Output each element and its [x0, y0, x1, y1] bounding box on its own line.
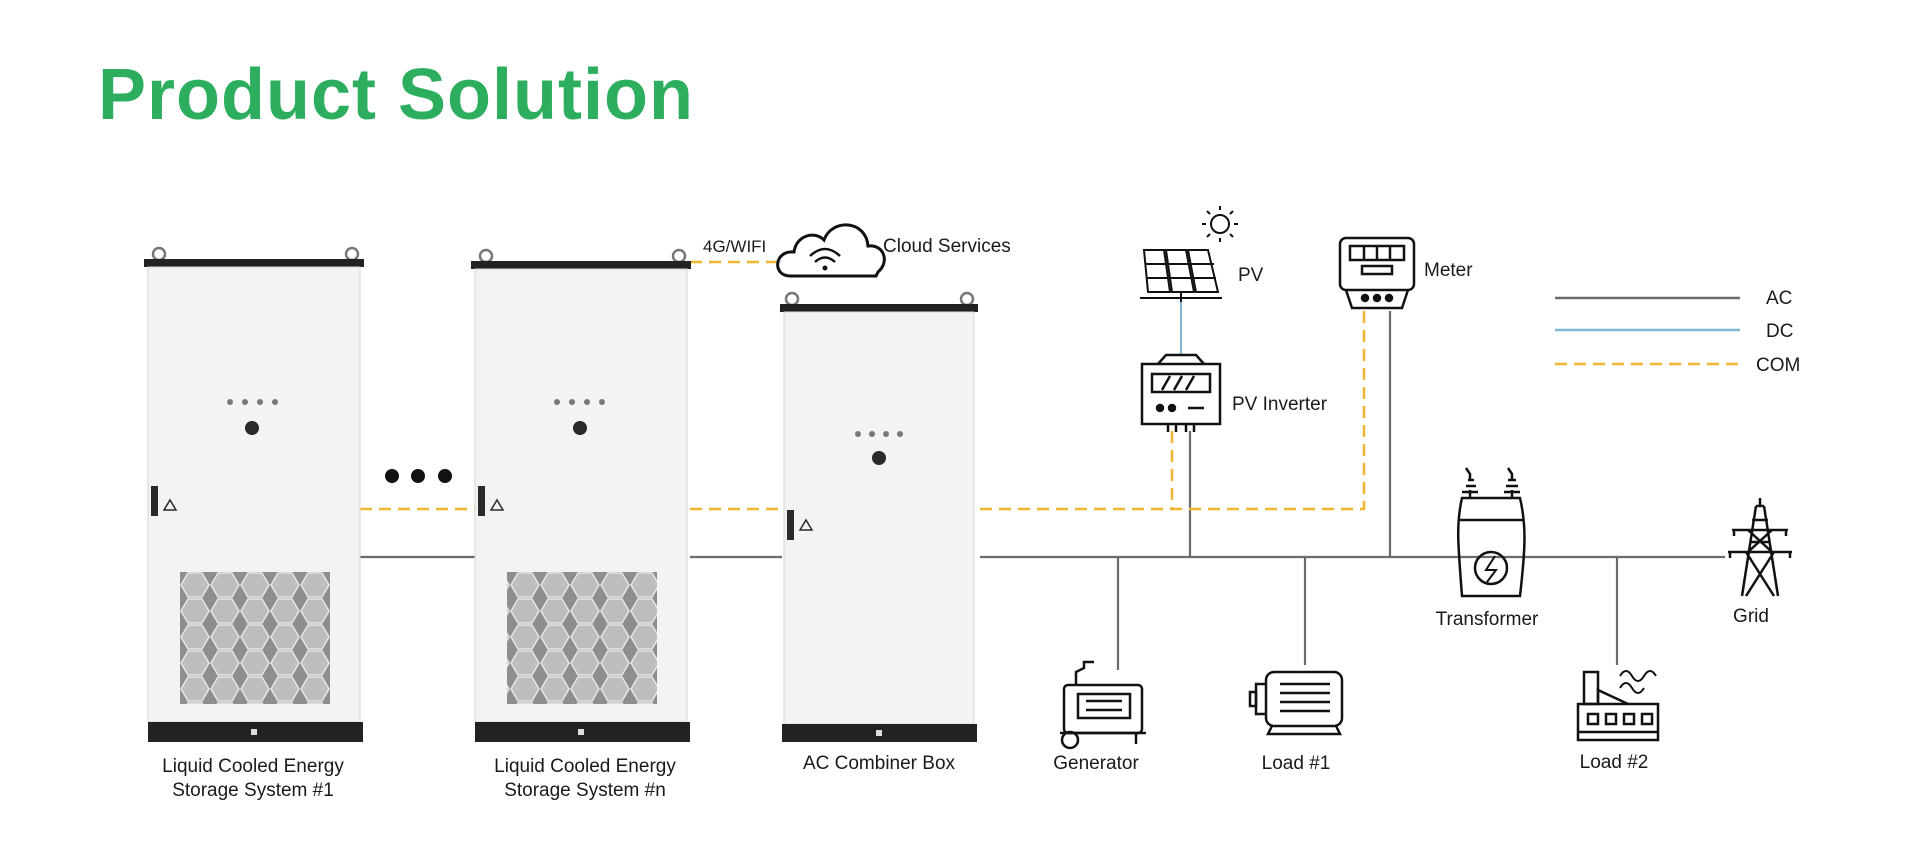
load2-label: Load #2	[1580, 752, 1649, 773]
load1-label: Load #1	[1262, 753, 1331, 774]
motor-icon	[1248, 670, 1344, 736]
pv-inverter-label: PV Inverter	[1232, 394, 1328, 415]
solar-panel-icon	[1140, 249, 1222, 302]
transformer-label: Transformer	[1436, 609, 1539, 630]
wireless-label: 4G/WIFI	[703, 237, 766, 256]
ac-combiner-box	[780, 291, 978, 742]
three-dots-icon	[385, 469, 452, 483]
ac-lines	[360, 311, 1725, 670]
transformer-icon	[1457, 467, 1526, 598]
cloud-wifi-icon	[776, 223, 886, 278]
combiner-label: AC Combiner Box	[803, 753, 956, 774]
inverter-icon	[1140, 353, 1222, 432]
factory-icon	[1576, 670, 1660, 742]
storage-n-label-line1: Liquid Cooled Energy	[494, 756, 676, 777]
pv-label: PV	[1238, 265, 1264, 286]
legend-com-label: COM	[1756, 355, 1800, 376]
storage-n-label-line2: Storage System #n	[504, 780, 666, 801]
grid-label: Grid	[1733, 606, 1769, 627]
com-line	[980, 311, 1366, 511]
pylon-icon	[1728, 498, 1792, 597]
cloud-label: Cloud Services	[883, 236, 1011, 257]
storage-cabinet-1	[144, 246, 364, 742]
generator-icon	[1060, 660, 1146, 750]
meter-icon	[1338, 236, 1416, 310]
page-title: Product Solution	[98, 55, 694, 135]
legend: AC DC COM	[1555, 288, 1800, 376]
legend-dc-label: DC	[1766, 321, 1793, 342]
sun-icon	[1202, 206, 1238, 242]
meter-label: Meter	[1424, 260, 1473, 281]
storage1-label-line2: Storage System #1	[172, 780, 334, 801]
generator-label: Generator	[1053, 753, 1139, 774]
storage-cabinet-n	[471, 248, 691, 742]
storage1-label-line1: Liquid Cooled Energy	[162, 756, 344, 777]
legend-ac-label: AC	[1766, 288, 1792, 309]
com-lines	[360, 260, 1366, 511]
